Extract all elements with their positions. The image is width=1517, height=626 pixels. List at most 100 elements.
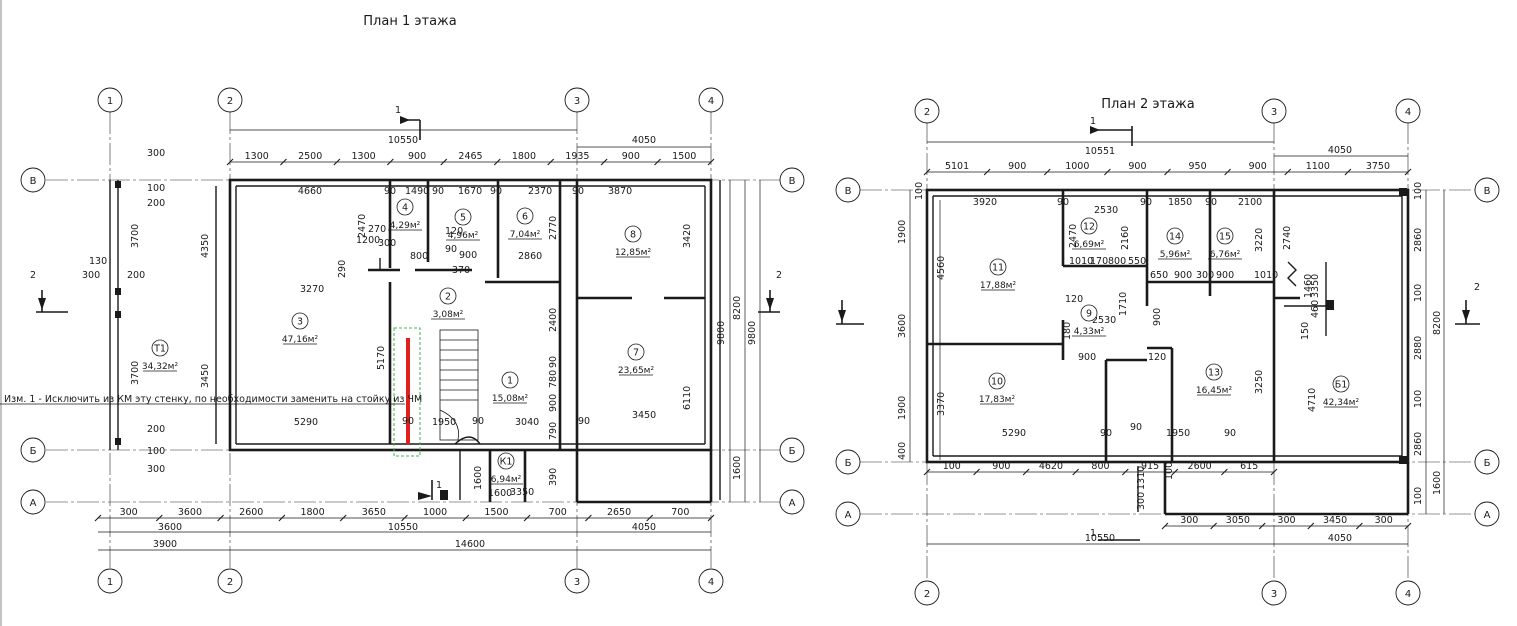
column-2 bbox=[115, 288, 121, 295]
svg-text:1710: 1710 bbox=[1118, 292, 1129, 316]
dim-tick bbox=[1103, 168, 1111, 176]
dim-tick bbox=[707, 158, 715, 166]
svg-text:550: 550 bbox=[1128, 256, 1146, 267]
room-area: 42,34м² bbox=[1323, 398, 1360, 408]
svg-text:2770: 2770 bbox=[548, 216, 559, 240]
axis-bubble-4-bottom: 4 bbox=[698, 568, 724, 594]
svg-text:2860: 2860 bbox=[1413, 432, 1424, 456]
svg-text:100: 100 bbox=[147, 183, 165, 194]
axis-bubble-2-bottom: 2 bbox=[217, 568, 243, 594]
svg-text:1600: 1600 bbox=[473, 466, 484, 490]
svg-text:2100: 2100 bbox=[1238, 197, 1262, 208]
svg-text:2400: 2400 bbox=[548, 308, 559, 332]
svg-text:800: 800 bbox=[410, 251, 428, 262]
svg-text:1950: 1950 bbox=[1166, 428, 1190, 439]
plan2-column-3 bbox=[1399, 456, 1407, 464]
svg-text:900: 900 bbox=[1216, 270, 1234, 281]
dim-tick bbox=[1022, 468, 1030, 476]
dim-value: 1800 bbox=[300, 507, 324, 518]
svg-text:1: 1 bbox=[1090, 528, 1096, 539]
svg-text:5290: 5290 bbox=[1002, 428, 1026, 439]
room-number: Т1 bbox=[153, 344, 166, 355]
room-number-circle bbox=[989, 258, 1007, 276]
svg-text:4660: 4660 bbox=[298, 186, 322, 197]
room-area: 6,69м² bbox=[1074, 240, 1105, 250]
svg-text:130: 130 bbox=[89, 256, 107, 267]
svg-text:3700: 3700 bbox=[130, 361, 141, 385]
svg-text:90: 90 bbox=[1130, 422, 1142, 433]
dim-tick bbox=[94, 514, 102, 522]
dim-tick bbox=[339, 514, 347, 522]
plan2-right-dims: 100 2860 100 2880 100 2860 8200 100 1600 bbox=[1413, 182, 1445, 514]
svg-text:90: 90 bbox=[384, 186, 396, 197]
dim-value: 300 bbox=[1180, 515, 1198, 526]
section-mark-2-left: 2 bbox=[30, 270, 68, 313]
room-number-circle bbox=[439, 287, 457, 305]
axis-bubble-1-bottom: 1 bbox=[97, 568, 123, 594]
svg-text:120: 120 bbox=[1065, 294, 1083, 305]
dim-value: 1800 bbox=[512, 151, 536, 162]
door-arc bbox=[454, 436, 481, 445]
dim-tick bbox=[923, 468, 931, 476]
room-number: 1 bbox=[507, 376, 513, 387]
svg-text:9800: 9800 bbox=[747, 321, 758, 345]
svg-text:900: 900 bbox=[1078, 352, 1096, 363]
room-number-circle bbox=[988, 372, 1006, 390]
dim-top-right: 4050 bbox=[632, 135, 656, 146]
room-number-circle bbox=[1216, 227, 1234, 245]
dim-value: 300 bbox=[120, 507, 138, 518]
room-area: 47,16м² bbox=[282, 335, 319, 345]
room-number: Б1 bbox=[1335, 380, 1348, 391]
svg-text:370: 370 bbox=[452, 265, 470, 276]
svg-text:900: 900 bbox=[1152, 308, 1163, 326]
svg-text:390: 390 bbox=[548, 468, 559, 486]
plan2-section-2-right: 2 bbox=[1455, 282, 1480, 325]
dim-tick bbox=[1164, 168, 1171, 176]
room-area: 12,85м² bbox=[615, 248, 652, 258]
room-number-circle bbox=[454, 208, 472, 226]
svg-text:3920: 3920 bbox=[973, 197, 997, 208]
dim-tick bbox=[1344, 168, 1352, 176]
axis2-bubble-V-left: В bbox=[835, 177, 861, 203]
room-number: 12 bbox=[1083, 222, 1095, 233]
svg-text:90: 90 bbox=[445, 244, 457, 255]
plan2-left-dims: 100 1900 4560 3600 3370 1900 400 bbox=[897, 182, 947, 462]
dim-tick bbox=[1043, 168, 1051, 176]
dim-value: 2650 bbox=[607, 507, 631, 518]
svg-text:2160: 2160 bbox=[1120, 226, 1131, 250]
column-5 bbox=[440, 490, 448, 500]
room-area: 15,08м² bbox=[492, 394, 529, 404]
dim-tick bbox=[1224, 168, 1232, 176]
svg-text:2: 2 bbox=[30, 270, 36, 281]
svg-text:3370: 3370 bbox=[936, 392, 947, 416]
dim-value: 4620 bbox=[1039, 461, 1063, 472]
svg-text:2: 2 bbox=[776, 270, 782, 281]
room-label: 1 15,08м² bbox=[492, 371, 529, 404]
svg-text:460: 460 bbox=[1310, 300, 1321, 318]
dim-value: 700 bbox=[549, 507, 567, 518]
svg-text:В: В bbox=[845, 186, 852, 197]
room-area: 17,83м² bbox=[979, 395, 1016, 405]
room-number-circle bbox=[624, 225, 642, 243]
dim-tick bbox=[440, 158, 448, 166]
dim-value: 800 bbox=[1091, 461, 1109, 472]
axis2-bubble-V-right: В bbox=[1474, 177, 1500, 203]
dim-tick bbox=[1072, 468, 1080, 476]
svg-text:780: 780 bbox=[548, 370, 559, 388]
svg-text:90: 90 bbox=[432, 186, 444, 197]
dim-tick bbox=[226, 158, 234, 166]
svg-text:1670: 1670 bbox=[458, 186, 482, 197]
svg-text:1490: 1490 bbox=[405, 186, 429, 197]
plan2-section-1-top: 1 bbox=[1090, 116, 1133, 146]
dim-tick bbox=[401, 514, 408, 522]
svg-text:2: 2 bbox=[227, 577, 233, 588]
dim-value: 2500 bbox=[298, 151, 322, 162]
plan2-title: План 2 этажа bbox=[1101, 97, 1194, 112]
plan-1-floor: План 1 этажа 1 2 3 4 1 2 3 4 В Б А В Б А bbox=[0, 14, 805, 594]
plan2-breakline bbox=[1287, 261, 1297, 287]
plan1-title: План 1 этажа bbox=[363, 14, 456, 29]
room-number: 5 bbox=[460, 213, 466, 224]
